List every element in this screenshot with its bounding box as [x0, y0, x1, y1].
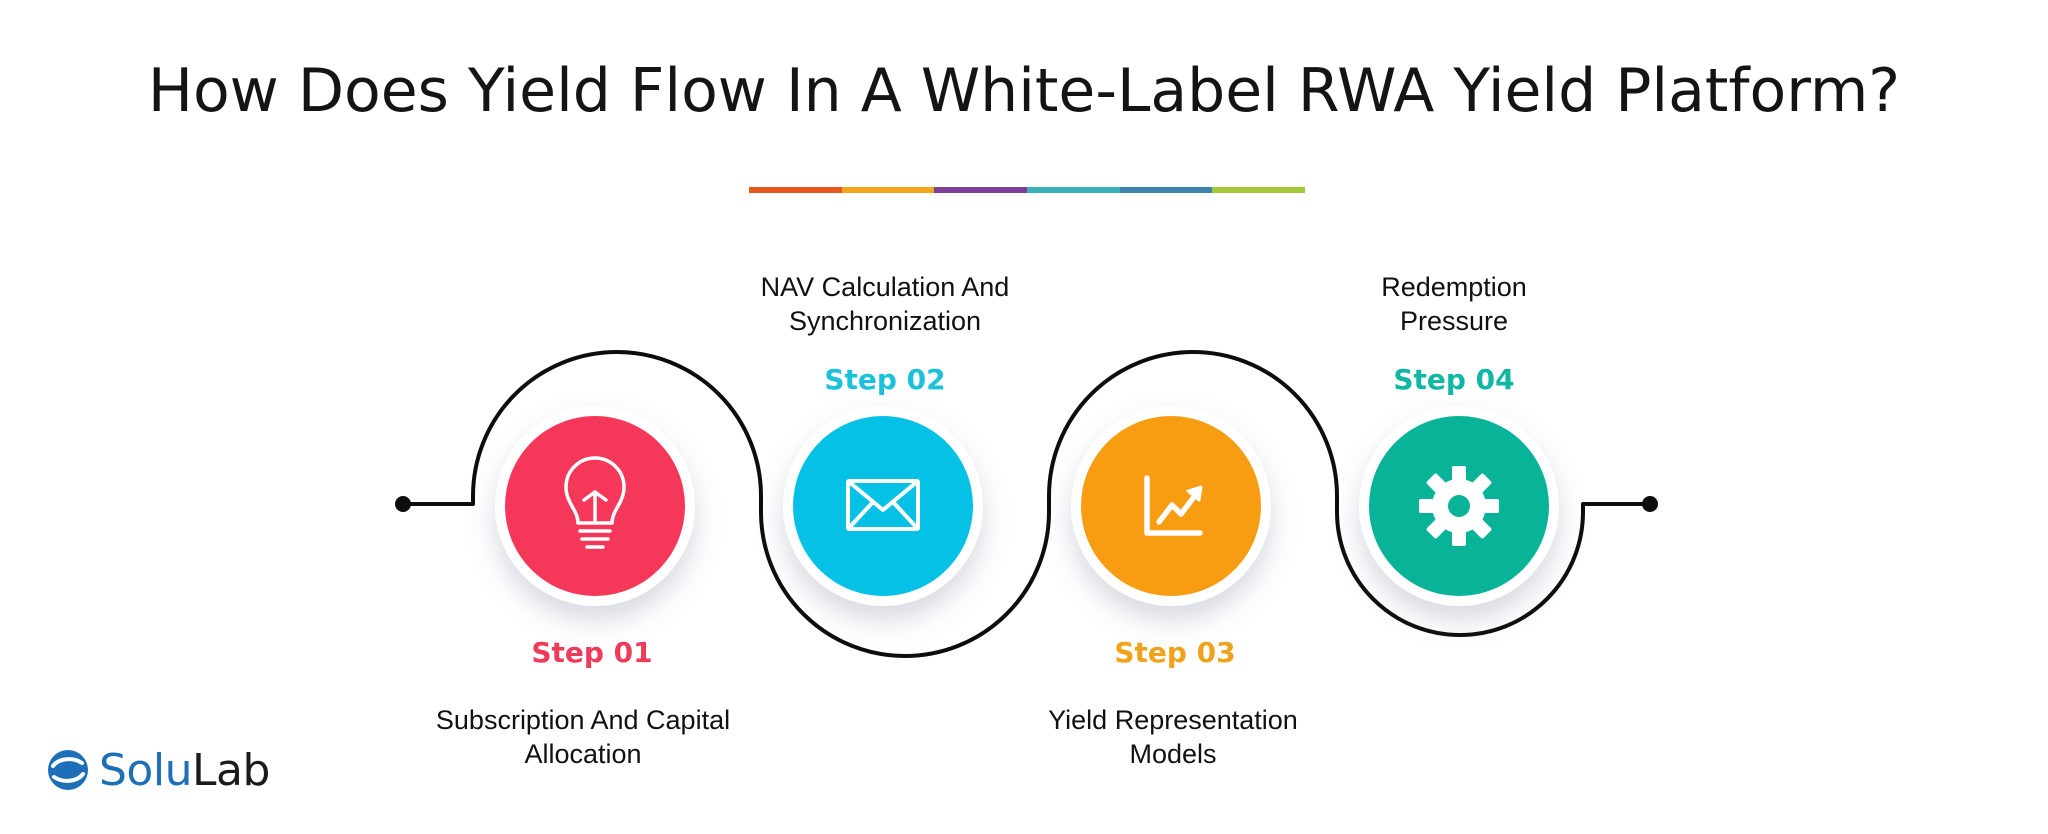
envelope-icon: [846, 479, 920, 531]
logo-text-solu: Solu: [99, 744, 192, 796]
logo-text-lab: Lab: [191, 744, 270, 796]
step-1-number: Step 01: [531, 636, 653, 669]
accent-color-bar: [749, 187, 1306, 193]
accent-segment-3: [934, 187, 1028, 193]
flow-end-dot: [1642, 496, 1658, 512]
accent-segment-6: [1212, 187, 1306, 193]
step-3-description: Yield Representation Models: [983, 703, 1363, 771]
gear-icon: [1419, 466, 1499, 546]
lightbulb-icon: [564, 456, 626, 549]
step-2-description-line-2: Synchronization: [788, 306, 982, 336]
flow-connector-line: [403, 350, 1650, 658]
step-4-description: Redemption Pressure: [1264, 270, 1644, 338]
solulab-logo-text: SoluLab: [99, 745, 270, 796]
accent-segment-2: [841, 187, 935, 193]
step-1-description: Subscription And Capital Allocation: [393, 703, 773, 771]
solulab-logo: SoluLab: [47, 744, 270, 796]
step-2-number: Step 02: [824, 363, 946, 396]
step-2-description-line-1: NAV Calculation And: [760, 272, 1010, 302]
accent-segment-5: [1119, 187, 1213, 193]
step-2-description: NAV Calculation And Synchronization: [695, 270, 1075, 338]
accent-segment-1: [749, 187, 842, 193]
step-1-description-line-1: Subscription And Capital: [435, 705, 731, 735]
step-2-circle: [793, 416, 973, 596]
step-1-description-line-2: Allocation: [524, 739, 642, 769]
solulab-logo-icon: [48, 750, 88, 790]
step-4-number: Step 04: [1393, 363, 1515, 396]
flow-start-dot: [395, 496, 411, 512]
step-3-description-line-1: Yield Representation: [1048, 705, 1298, 735]
step-3-number: Step 03: [1114, 636, 1236, 669]
accent-segment-4: [1027, 187, 1120, 193]
step-3-description-line-2: Models: [1129, 739, 1217, 769]
page-title: How Does Yield Flow In A White-Label RWA…: [147, 56, 1901, 126]
growth-chart-icon: [1144, 475, 1203, 536]
step-4-description-line-2: Pressure: [1399, 306, 1509, 336]
step-4-description-line-1: Redemption: [1381, 272, 1527, 302]
